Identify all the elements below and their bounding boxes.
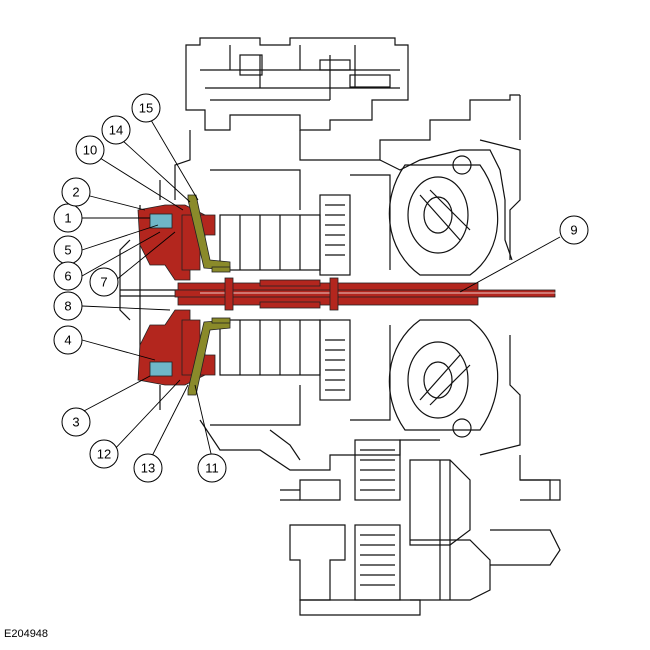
svg-text:14: 14 [109,123,123,138]
upper-piston [149,213,173,229]
callout-2: 2 [61,177,91,207]
callout-4: 4 [53,325,83,355]
callout-3: 3 [61,407,91,437]
leader-lines [81,114,561,465]
callout-9: 9 [559,215,589,245]
highlighted-olive-parts [187,194,231,396]
svg-text:8: 8 [64,299,71,314]
svg-text:11: 11 [205,461,219,476]
callout-1: 1 [53,203,83,233]
svg-text:1: 1 [64,211,71,226]
svg-text:6: 6 [64,269,71,284]
svg-text:4: 4 [64,333,71,348]
highlighted-clutch-assembly [137,204,560,386]
upper-clutch-plates [187,194,231,271]
callout-15: 15 [131,93,161,123]
callout-10: 10 [75,135,105,165]
svg-text:12: 12 [97,447,111,462]
svg-text:9: 9 [570,223,577,238]
callouts: 1 2 3 4 5 6 7 8 9 10 11 12 13 14 15 [53,93,589,483]
svg-text:10: 10 [83,143,97,158]
callout-6: 6 [53,261,83,291]
svg-text:15: 15 [139,101,153,116]
svg-text:5: 5 [64,243,71,258]
callout-14: 14 [101,115,131,145]
svg-text:2: 2 [72,185,79,200]
lower-piston [149,361,173,377]
callout-8: 8 [53,291,83,321]
svg-text:13: 13 [141,461,155,476]
svg-text:7: 7 [100,275,107,290]
shaft-spline [174,289,556,298]
svg-text:3: 3 [72,415,79,430]
lower-clutch-plates [187,319,231,396]
figure-id: E204948 [4,628,49,640]
callout-12: 12 [89,439,119,469]
callout-11: 11 [197,453,227,483]
callout-7: 7 [89,267,119,297]
callout-13: 13 [133,453,163,483]
callout-5: 5 [53,235,83,265]
transmission-housing [119,37,561,616]
